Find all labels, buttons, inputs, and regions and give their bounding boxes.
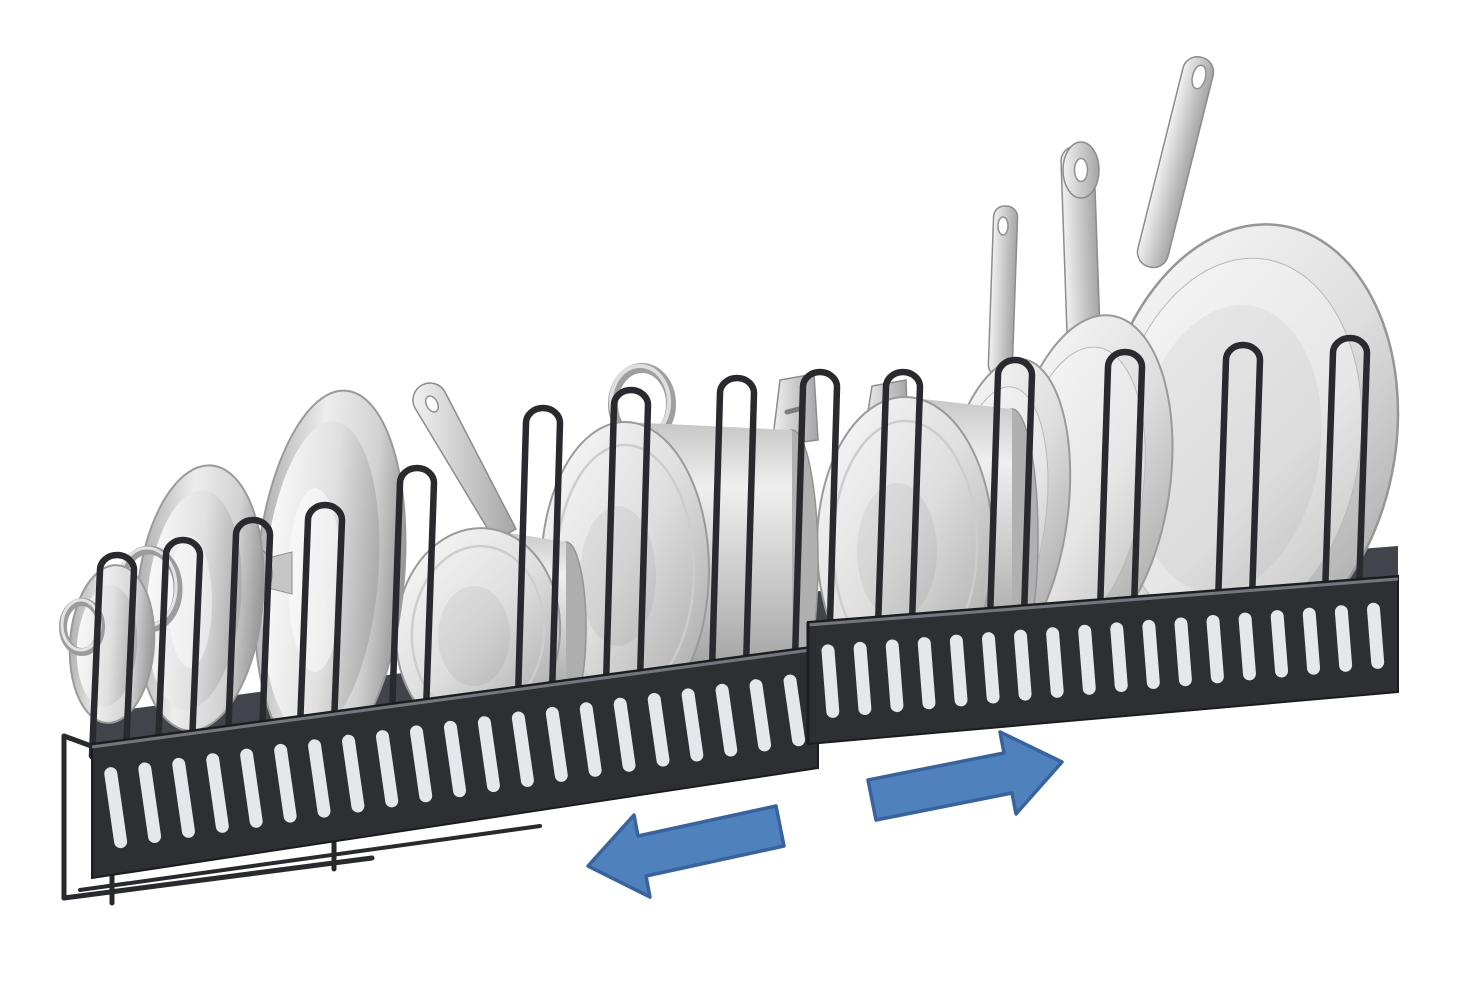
rail-slot [749,679,772,752]
rail-slot [885,639,904,713]
divider-wire [388,464,438,719]
divider-wire [224,516,274,742]
pan-handle [412,382,517,543]
handle-hang-hole [1191,64,1207,90]
rail-slot [342,734,365,813]
divider-wire [791,368,841,663]
rail-slot [982,632,1000,704]
rail-slot [783,674,806,747]
rail-slot [613,697,636,772]
rail-slot [375,730,399,808]
pan-handle [1136,56,1215,269]
rail-slot [1367,602,1385,669]
handle-hang-hole [424,395,440,413]
rail-slot [715,683,738,757]
pot-base-shade [857,483,937,619]
rail-slot [1110,622,1128,693]
divider-wires [88,334,1371,760]
rail-slot [172,757,195,838]
divider-wire [708,374,758,675]
top-connector-wire [61,733,97,750]
rail-slot [1270,610,1289,678]
rail-slot [138,762,162,843]
rail-slot [1206,614,1224,684]
rail-slot [579,702,602,777]
divider-wire [154,536,204,751]
rail-slot [681,688,704,762]
rail-slot [647,693,670,767]
rail-slot [206,753,229,833]
rail-slot [409,725,433,803]
rail-slot [240,748,263,828]
rail-slot [853,641,872,716]
rail-slot [949,634,968,707]
expand-left-arrow [586,804,786,899]
right-rail-top-edge [807,577,1399,627]
rail-slot [1078,624,1096,695]
pan-base [1134,305,1322,593]
rail-slot [1238,612,1256,681]
bottom-inner-wire [78,824,542,892]
pot-base-shade [580,506,656,646]
rail-slot [1142,619,1160,690]
divider-wire [514,404,564,702]
rail-slot [308,739,331,818]
expand-right-arrow [866,730,1064,822]
rail-slot [545,706,568,782]
lid-dome [76,585,138,707]
small-pot-lid [59,564,156,724]
rail-slot [104,767,128,849]
divider-wire [986,356,1036,623]
right-rail-slots [821,602,1385,718]
divider-wire [602,386,652,689]
rail-slot [1046,627,1064,698]
divider-wire [1321,334,1371,599]
rail-slot [1334,605,1353,672]
divider-wire [1214,341,1264,607]
rail-slot [917,637,936,710]
rail-slot [511,711,534,787]
left-rail [91,644,819,880]
rail-slot [1302,607,1321,675]
divider-wire [874,368,924,631]
pan-base-shade [438,586,510,686]
left-rail-slots [104,674,806,849]
rail-slot [1174,617,1192,687]
large-frying-pan [1096,56,1400,653]
rail-slot [1014,629,1032,701]
divider-wire [296,501,346,732]
divider-wire [1096,348,1146,615]
rail-slot [443,720,467,798]
rail-slot [274,743,297,823]
end-wire-frame [61,733,542,906]
handle-hang-hole [997,216,1009,236]
rail-slot [821,644,840,718]
divider-wire [88,551,138,760]
rail-slot [477,716,500,793]
handle-hang-hole [1073,157,1089,183]
bottom-front-wire [61,855,375,901]
left-rail-top-edge [91,647,819,749]
right-rail [806,574,1399,746]
